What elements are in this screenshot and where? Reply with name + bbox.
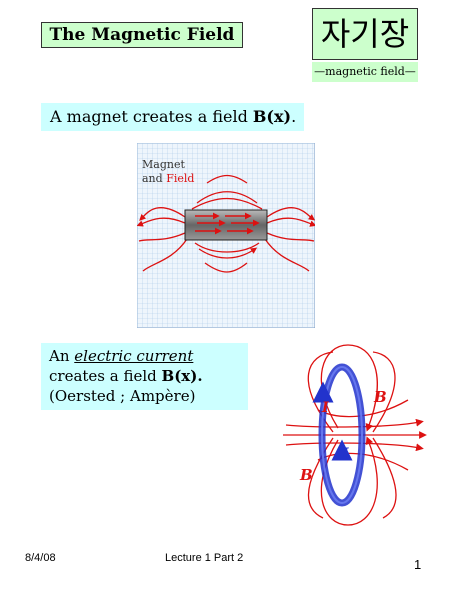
magnet-field-figure: Magnet and Field <box>137 143 315 328</box>
statement1-prefix: A magnet creates a field <box>50 107 253 126</box>
page-title: The Magnetic Field <box>41 22 243 48</box>
electric-current-term: electric current <box>74 347 194 365</box>
current-statement: An electric current creates a field B(x)… <box>41 343 248 410</box>
internal-field-arrows <box>195 212 260 235</box>
current-line2: creates a field B(x). <box>49 367 203 385</box>
statement1-field: B(x) <box>252 107 292 126</box>
current-label-top: I <box>321 400 329 416</box>
page-number: 1 <box>414 557 422 572</box>
magnet-statement: A magnet creates a field B(x). <box>41 103 304 131</box>
field-lines <box>137 174 315 273</box>
field-label: and Field <box>142 172 194 185</box>
field-label-bottom: B <box>299 466 313 484</box>
current-label-bottom: I <box>341 446 349 462</box>
footer-title: Lecture 1 Part 2 <box>165 552 244 564</box>
current-line1: An electric current <box>49 347 194 365</box>
bar-magnet <box>184 209 268 241</box>
current-loop-figure: I B I B <box>283 344 427 526</box>
statement1-suffix: . <box>291 107 297 126</box>
footer-date: 8/4/08 <box>25 552 56 564</box>
korean-title: 자기장 <box>312 8 418 60</box>
current-line3: (Oersted ; Ampère) <box>49 387 196 405</box>
korean-gloss: —magnetic field— <box>312 62 418 82</box>
field-label-top: B <box>373 388 387 406</box>
magnet-label: Magnet <box>142 158 185 171</box>
